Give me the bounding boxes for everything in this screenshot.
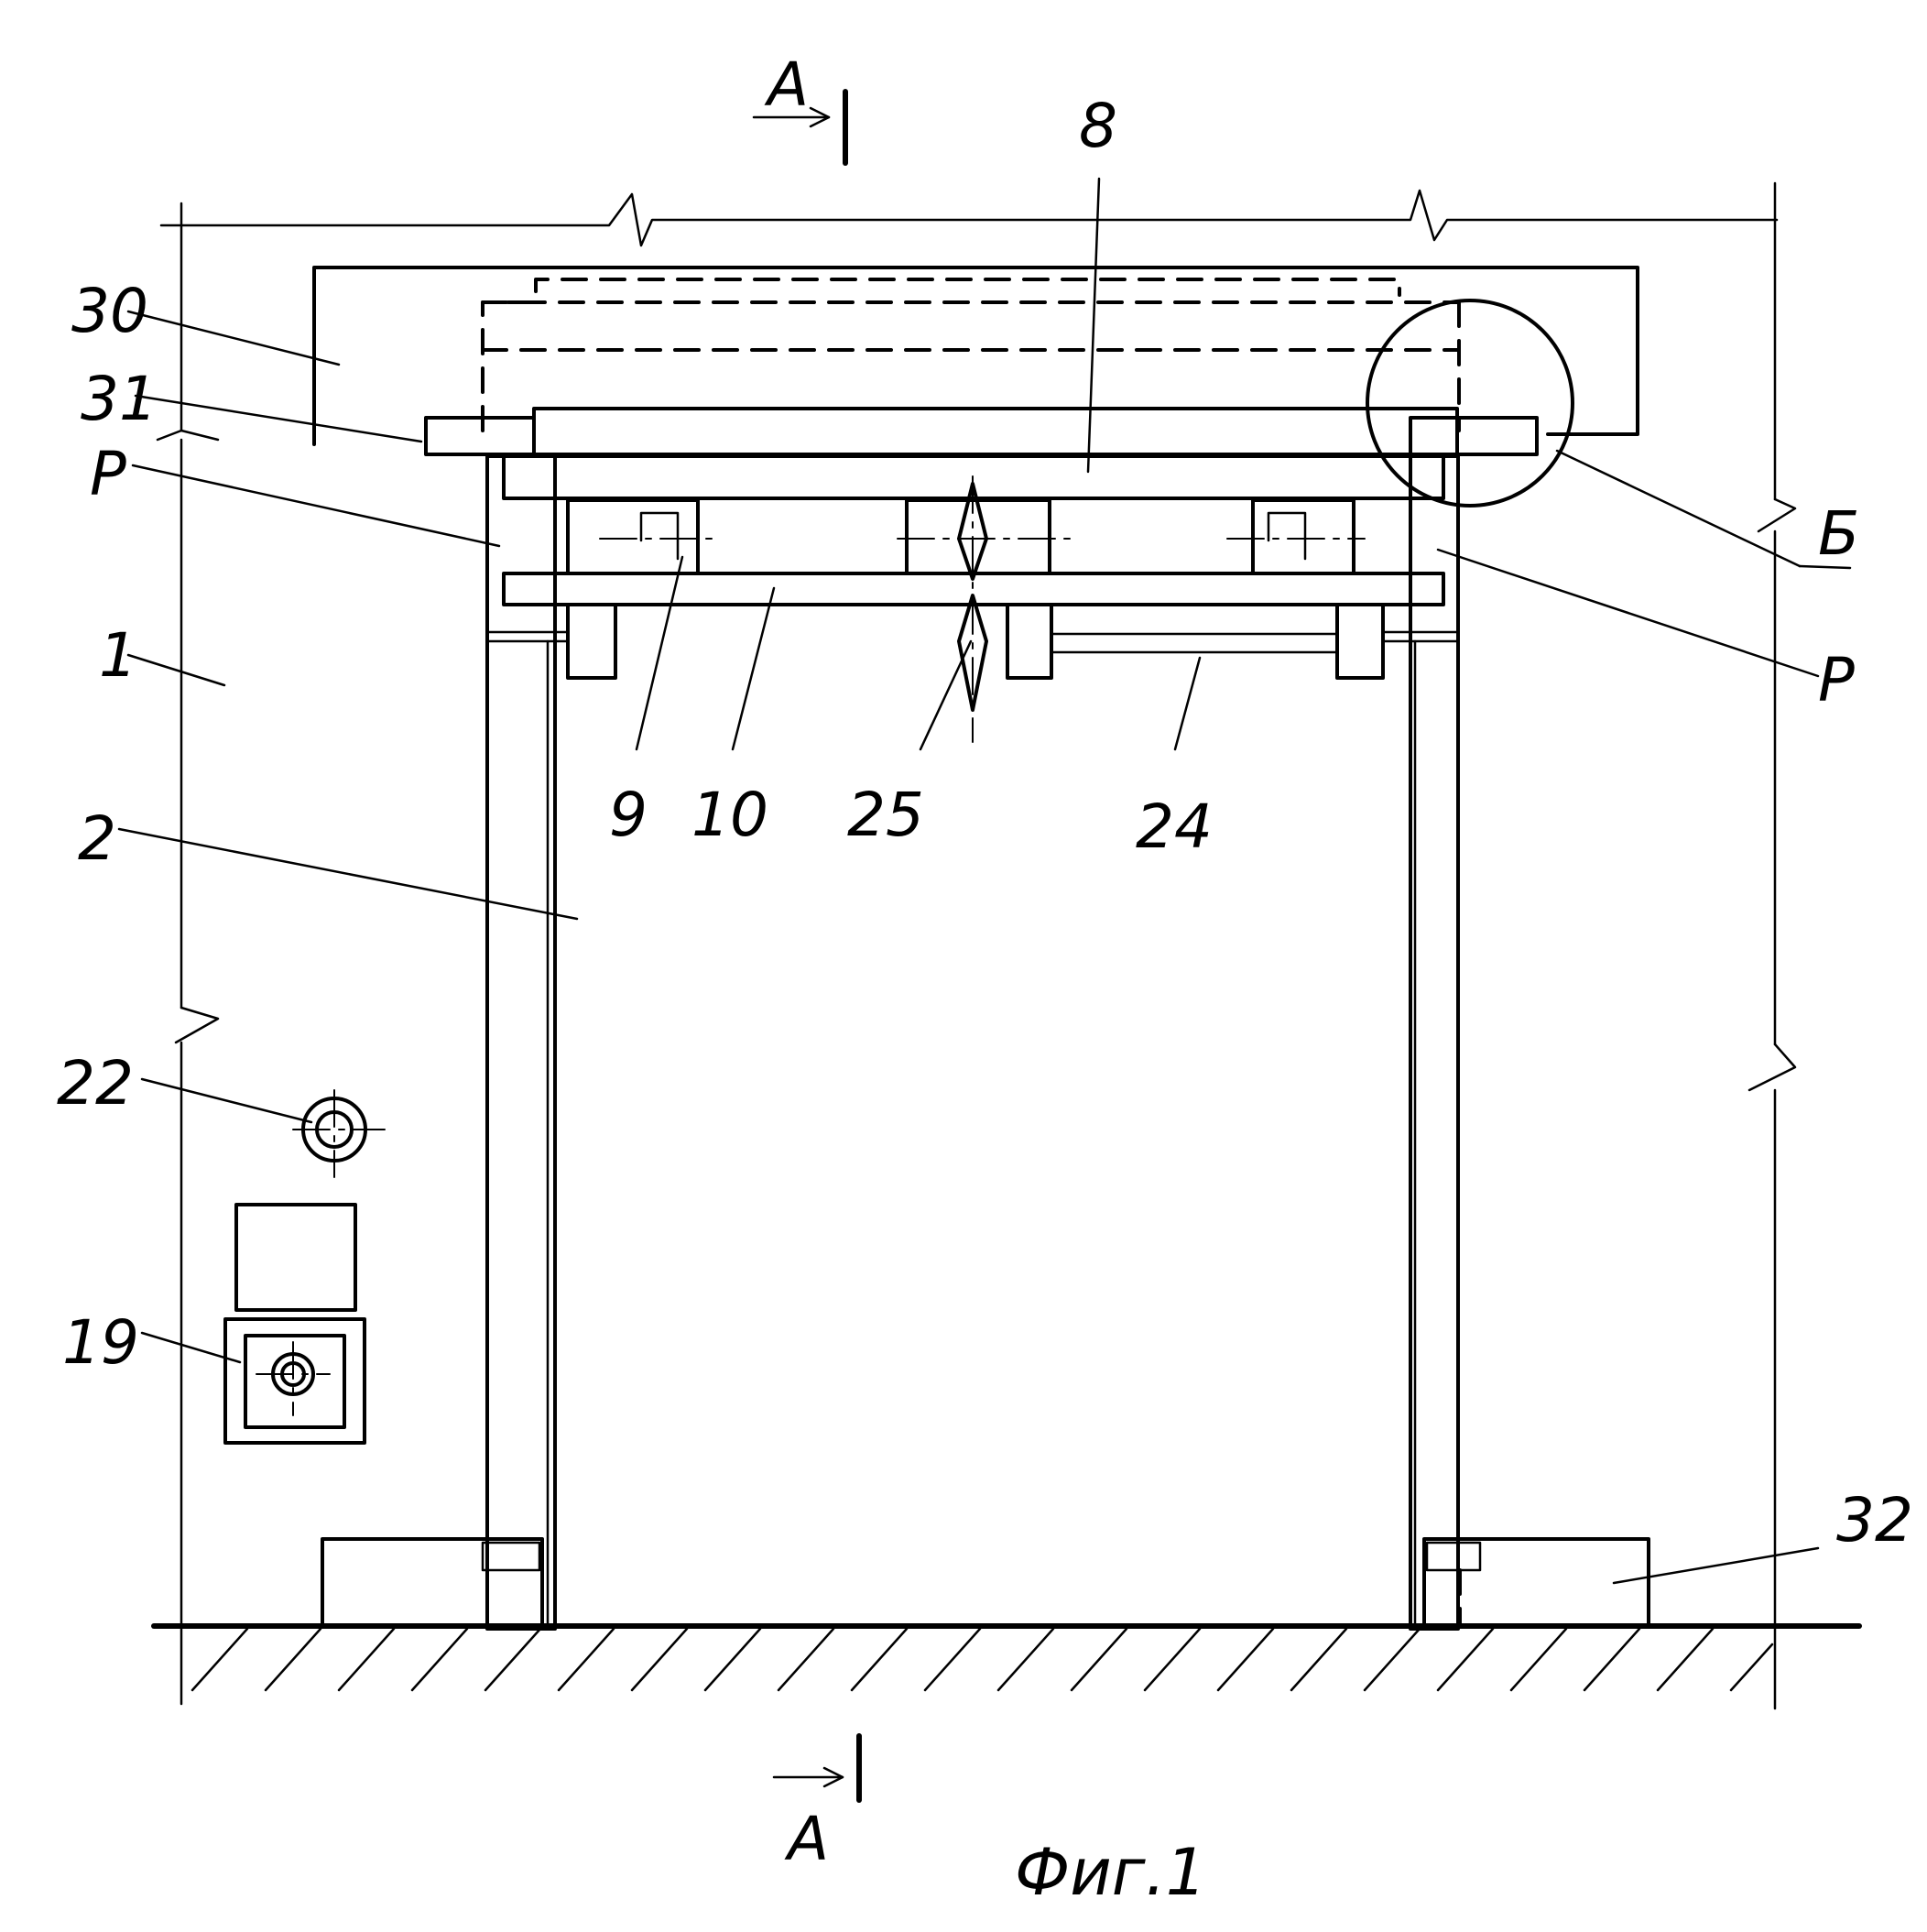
detail-circle-b bbox=[1366, 299, 1574, 508]
label-p-right: Р bbox=[1818, 645, 1855, 715]
section-label-top: А bbox=[764, 49, 809, 120]
label-31: 31 bbox=[81, 364, 158, 434]
upper-rail bbox=[532, 407, 1459, 456]
label-1: 1 bbox=[99, 620, 137, 691]
figure-caption: Фиг.1 bbox=[1015, 1835, 1206, 1910]
foundation-32-left bbox=[321, 1537, 544, 1628]
label-10: 10 bbox=[691, 780, 768, 850]
leader-lines bbox=[117, 177, 1852, 1585]
section-mark-top: А bbox=[752, 49, 848, 166]
floor-hatching bbox=[191, 1627, 1774, 1692]
lock-25 bbox=[957, 475, 988, 743]
floor bbox=[151, 1623, 1862, 1692]
label-25: 25 bbox=[847, 780, 924, 850]
roller-9-right bbox=[1226, 498, 1366, 575]
foundation-32-right bbox=[1422, 1537, 1650, 1628]
label-p-left: Р bbox=[90, 439, 126, 509]
bracket-31-left bbox=[424, 416, 536, 456]
roller-9-left bbox=[566, 498, 720, 575]
section-label-bottom: А bbox=[784, 1804, 829, 1874]
bracket-31-right bbox=[1409, 416, 1539, 456]
label-30: 30 bbox=[71, 276, 148, 346]
label-8: 8 bbox=[1079, 91, 1117, 161]
device-19 bbox=[223, 1203, 366, 1445]
device-22 bbox=[292, 1089, 386, 1178]
guide-24 bbox=[485, 603, 1460, 680]
wall-1 bbox=[156, 181, 1797, 1710]
label-2: 2 bbox=[78, 803, 116, 874]
label-24: 24 bbox=[1136, 791, 1213, 862]
label-22: 22 bbox=[57, 1048, 134, 1119]
label-b: Б bbox=[1818, 498, 1859, 569]
section-mark-bottom: А bbox=[772, 1733, 862, 1874]
label-9: 9 bbox=[609, 780, 648, 850]
label-19: 19 bbox=[62, 1307, 139, 1378]
label-32: 32 bbox=[1836, 1485, 1913, 1555]
header-beam-30 bbox=[312, 266, 1639, 446]
